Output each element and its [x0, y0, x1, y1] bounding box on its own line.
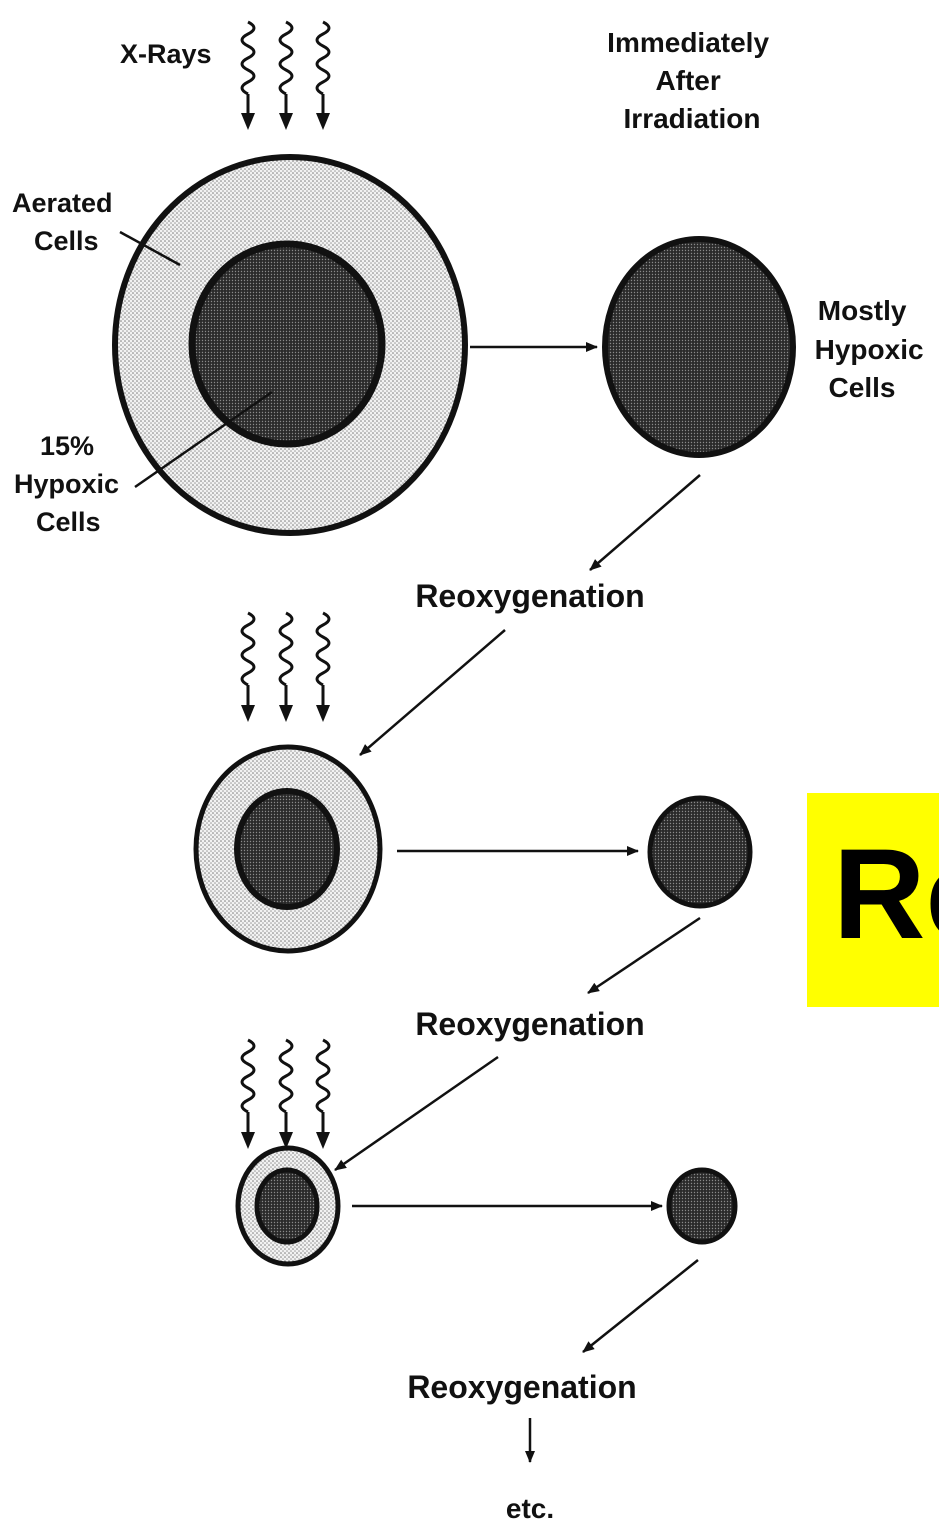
xray-wave-icon [242, 22, 254, 94]
arrow-head-icon [279, 705, 293, 722]
reoxygenation-arrow-3 [583, 1260, 698, 1352]
aerated-cells-label: Aerated Cells [12, 188, 120, 256]
tumor-before-irradiation-1 [115, 157, 465, 533]
surviving-hypoxic-tumor-3 [669, 1170, 735, 1242]
arrow-head-icon [316, 705, 330, 722]
surviving-hypoxic-tumor-2 [650, 798, 750, 906]
xray-wave-icon [242, 1040, 254, 1112]
arrow-head-icon [241, 113, 255, 130]
arrow-head-icon [316, 1132, 330, 1149]
xray-wave-icon [280, 22, 292, 94]
xray-wave-icon [280, 613, 292, 685]
hypoxic-core [257, 1170, 317, 1242]
banner-text: Re [833, 831, 939, 959]
tumor-before-irradiation-3 [238, 1148, 338, 1264]
xray-wave-icon-group-3 [241, 1040, 330, 1149]
xray-wave-icon [280, 1040, 292, 1112]
return-arrow-2 [335, 1057, 498, 1170]
reoxygenation-label-2: Reoxygenation [415, 1006, 644, 1042]
mostly-hypoxic-label: Mostly Hypoxic Cells [815, 295, 932, 403]
xrays-label: X-Rays [120, 39, 212, 69]
return-arrow-1 [360, 630, 505, 755]
hypoxic-core [237, 791, 337, 907]
surviving-hypoxic-tumor-1 [605, 239, 793, 455]
timing-label: Immediately After Irradiation [607, 27, 777, 134]
highlight-banner: Re [807, 793, 939, 1007]
arrow-head-icon [279, 113, 293, 130]
reoxygenation-label-3: Reoxygenation [407, 1369, 636, 1405]
xray-wave-icon-group-1 [241, 22, 330, 130]
arrow-head-icon [241, 705, 255, 722]
xray-wave-icon [317, 22, 329, 94]
etc-label: etc. [506, 1493, 554, 1524]
reoxygenation-arrow-2 [588, 918, 700, 993]
arrow-head-icon [241, 1132, 255, 1149]
hypoxic-fraction-label: 15% Hypoxic Cells [14, 431, 127, 537]
xray-wave-icon-group-2 [241, 613, 330, 722]
hypoxic-core [192, 244, 382, 444]
xray-wave-icon [317, 613, 329, 685]
arrow-head-icon [316, 113, 330, 130]
reoxygenation-label-1: Reoxygenation [415, 578, 644, 614]
xray-wave-icon [317, 1040, 329, 1112]
reoxygenation-arrow-1 [590, 475, 700, 570]
xray-wave-icon [242, 613, 254, 685]
tumor-before-irradiation-2 [196, 747, 380, 951]
